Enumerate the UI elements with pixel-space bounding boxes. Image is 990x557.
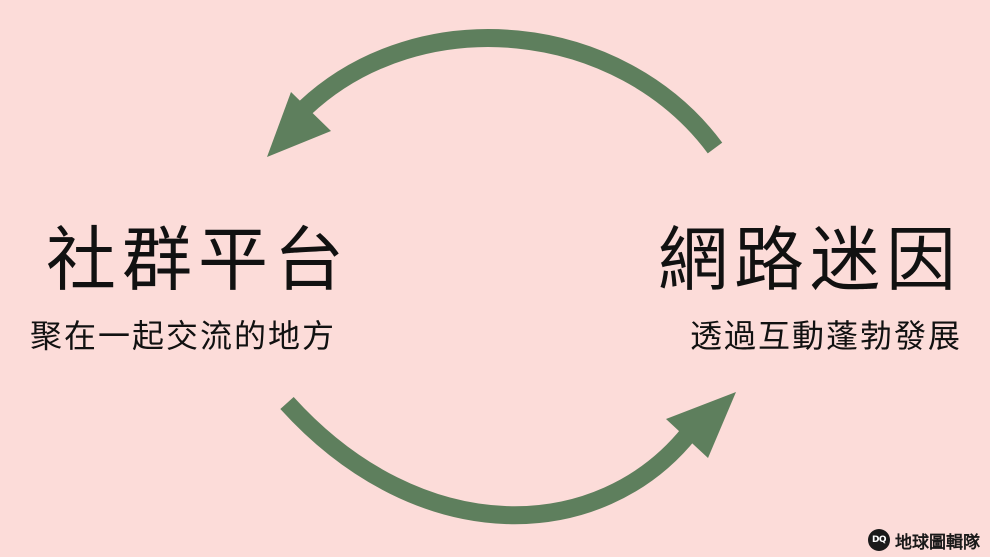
internet-meme-node: 網路迷因 透過互動蓬勃發展 (632, 220, 962, 356)
bottom-cycle-arrow-shaft (280, 396, 698, 525)
bottom-cycle-arrow-head (666, 392, 736, 458)
watermark-text: 地球圖輯隊 (895, 532, 980, 553)
social-platform-subtitle: 聚在一起交流的地方 (30, 317, 337, 355)
top-cycle-arrow-shaft (298, 29, 723, 154)
watermark-logo: DQ 地球圖輯隊 (868, 527, 980, 553)
dq-badge-icon: DQ (868, 529, 890, 551)
top-cycle-arrow-head (267, 92, 331, 157)
internet-meme-title: 網路迷因 (658, 219, 962, 301)
social-platform-title: 社群平台 (46, 219, 350, 301)
internet-meme-subtitle: 透過互動蓬勃發展 (689, 317, 962, 355)
social-platform-node: 社群平台 聚在一起交流的地方 (30, 220, 390, 356)
